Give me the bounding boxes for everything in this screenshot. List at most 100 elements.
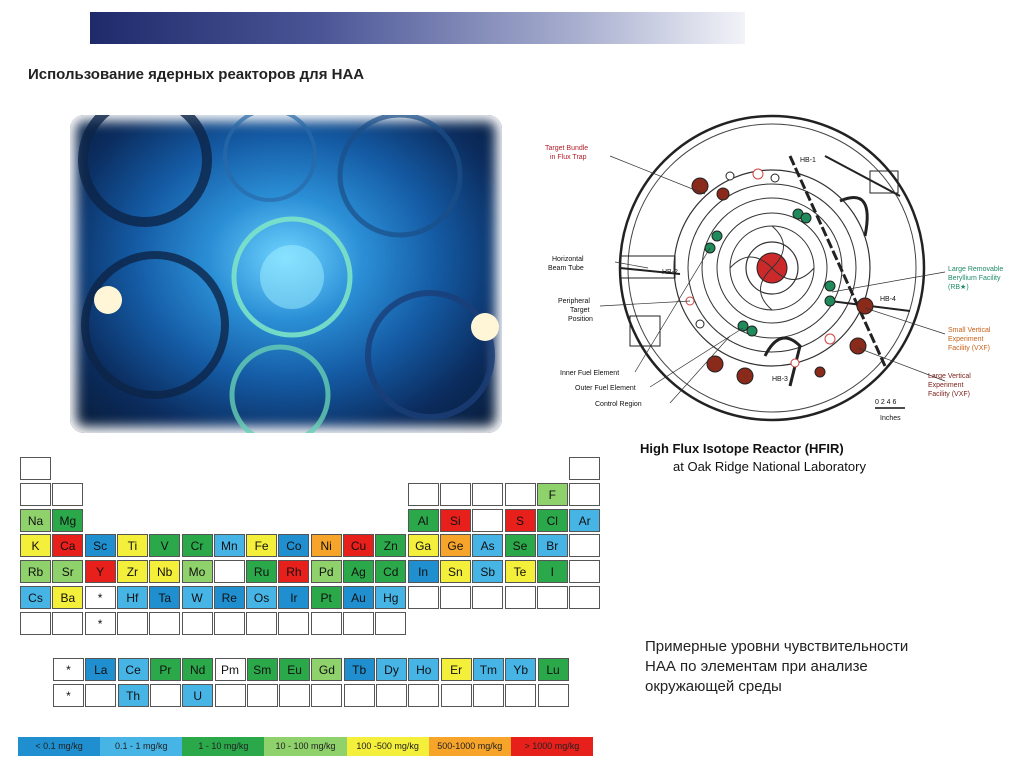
element-cell	[116, 611, 148, 635]
element-cell: Au	[343, 586, 374, 609]
element-cell	[278, 611, 310, 635]
label-peripheral-1: Peripheral	[558, 298, 590, 305]
element-cell: I	[536, 560, 568, 584]
hfir-caption-line2: at Oak Ridge National Laboratory	[673, 459, 866, 474]
element-cell	[407, 586, 439, 609]
element-cell	[52, 611, 84, 635]
element-cell: Sm	[246, 658, 278, 681]
element-cell: S	[504, 508, 536, 532]
label-inner-fuel: Inner Fuel Element	[560, 370, 619, 377]
element-cell: Al	[407, 508, 439, 532]
element-cell: Ar	[569, 508, 601, 532]
element-cell: Er	[440, 658, 472, 681]
element-cell: Os	[246, 586, 278, 609]
element-cell	[311, 683, 343, 707]
element-cell: *	[84, 611, 116, 635]
label-target-bundle-2: in Flux Trap	[550, 154, 587, 161]
element-cell	[472, 683, 504, 707]
sensitivity-note: Примерные уровни чувствительности НАА по…	[645, 637, 908, 697]
reactor-pool-drawing	[78, 115, 499, 433]
element-cell: Ca	[52, 534, 84, 558]
reactor-pool-photo	[70, 115, 502, 433]
scale-unit: Inches	[880, 415, 901, 422]
label-small-vertical-2: Experiment	[948, 336, 983, 343]
element-cell: V	[149, 534, 181, 558]
legend-item: 1 - 10 mg/kg	[182, 737, 265, 756]
element-cell: Si	[439, 508, 471, 532]
element-cell	[408, 683, 440, 707]
legend-item: 500-1000 mg/kg	[428, 737, 511, 756]
element-cell	[537, 683, 569, 707]
element-cell	[149, 611, 181, 635]
element-cell	[310, 611, 342, 635]
element-cell: Na	[20, 508, 51, 532]
element-cell	[439, 482, 471, 506]
element-cell: Cl	[536, 508, 568, 532]
label-hb4: HB-4	[880, 296, 896, 303]
element-cell: F	[536, 482, 568, 506]
label-outer-fuel: Outer Fuel Element	[575, 385, 636, 392]
element-cell	[569, 560, 601, 584]
element-cell: Se	[504, 534, 536, 558]
label-control-region: Control Region	[595, 401, 642, 408]
element-cell: Co	[278, 534, 310, 558]
legend-item: 100 -500 mg/kg	[346, 737, 429, 756]
element-cell	[343, 683, 375, 707]
label-large-removable-1: Large Removable	[948, 266, 1003, 273]
element-cell: Sb	[472, 560, 504, 584]
element-cell: Ga	[407, 534, 439, 558]
legend-item: < 0.1 mg/kg	[18, 737, 101, 756]
element-cell: Ho	[408, 658, 440, 681]
element-cell	[440, 683, 472, 707]
element-cell: Tb	[343, 658, 375, 681]
note-line-1: Примерные уровни чувствительности	[645, 638, 909, 655]
element-cell	[439, 586, 471, 609]
element-cell	[343, 611, 374, 635]
label-large-removable-2: Beryllium Facility	[948, 275, 1001, 282]
element-cell	[472, 586, 504, 609]
note-line-2: НАА по элементам при анализе	[645, 658, 868, 675]
element-cell	[85, 683, 117, 707]
element-cell	[149, 683, 181, 707]
element-cell: Fe	[246, 534, 278, 558]
element-cell	[504, 482, 536, 506]
hfir-caption-bold: High Flux Isotope Reactor	[640, 441, 802, 456]
element-cell: Nd	[182, 658, 214, 681]
element-cell	[213, 611, 245, 635]
element-cell	[20, 457, 51, 480]
element-cell: La	[85, 658, 117, 681]
title-bar-decoration	[90, 12, 745, 44]
element-cell	[52, 482, 84, 506]
element-cell: *	[53, 658, 84, 681]
element-cell	[472, 508, 504, 532]
element-cell: Zn	[375, 534, 407, 558]
element-cell: Pm	[214, 658, 246, 681]
element-cell: Hf	[116, 586, 148, 609]
element-cell: Cd	[375, 560, 407, 584]
element-cell: *	[53, 683, 84, 707]
element-cell: Eu	[279, 658, 311, 681]
label-small-vertical-3: Facility (VXF)	[948, 345, 990, 352]
element-cell: Ti	[116, 534, 148, 558]
element-cell	[20, 611, 51, 635]
label-large-vertical-1: Large Vertical	[928, 373, 971, 380]
page-title: Использование ядерных реакторов для НАА	[28, 66, 365, 83]
element-cell: Pr	[149, 658, 181, 681]
element-cell	[181, 611, 213, 635]
element-cell	[569, 586, 601, 609]
element-cell: Lu	[537, 658, 569, 681]
element-cell: Gd	[311, 658, 343, 681]
hfir-diagram: Target Bundle in Flux Trap Horizontal Be…	[545, 114, 1003, 422]
element-cell	[536, 586, 568, 609]
element-cell: Mn	[213, 534, 245, 558]
hfir-caption: High Flux Isotope Reactor (HFIR)	[640, 441, 844, 456]
element-cell	[569, 534, 601, 558]
element-cell: K	[20, 534, 51, 558]
scale-ticks: 0 2 4 6	[875, 399, 897, 406]
element-cell: Ir	[278, 586, 310, 609]
element-cell: In	[407, 560, 439, 584]
element-cell	[20, 482, 51, 506]
element-cell: As	[472, 534, 504, 558]
element-cell: Ni	[310, 534, 342, 558]
